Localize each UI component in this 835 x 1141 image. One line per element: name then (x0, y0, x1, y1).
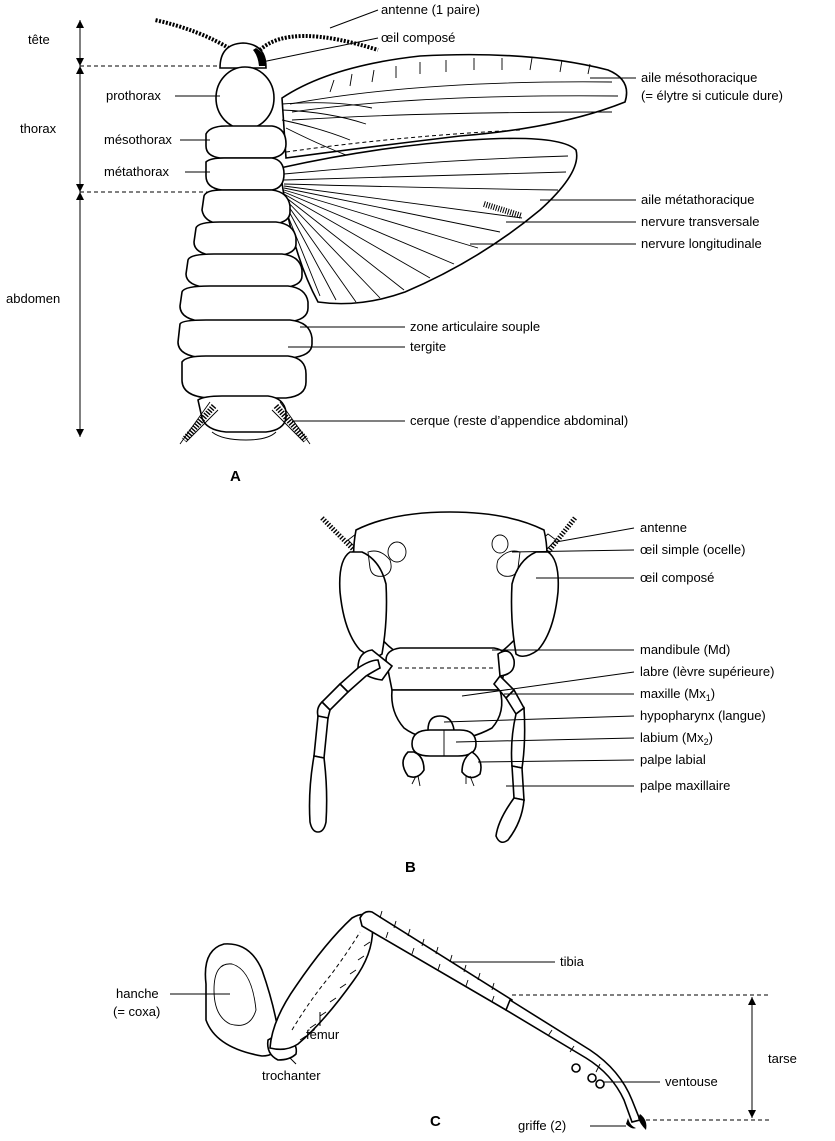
label-ventouse: ventouse (665, 1074, 718, 1089)
label-oeil-simple: œil simple (ocelle) (640, 542, 745, 557)
label-tergite: tergite (410, 339, 446, 354)
label-mesothorax: mésothorax (104, 132, 172, 147)
figure-label-c: C (430, 1113, 441, 1130)
label-hanche: hanche (116, 986, 159, 1001)
label-tarse: tarse (768, 1051, 797, 1066)
label-labium: labium (Mx2) (640, 730, 713, 747)
compound-eye-right (512, 552, 559, 656)
label-elytre: (= élytre si cuticule dure) (641, 88, 783, 103)
clypeus (386, 648, 506, 690)
label-coxa: (= coxa) (113, 1004, 160, 1019)
antennae (155, 20, 378, 50)
label-cerque: cerque (reste d’appendice abdominal) (410, 413, 628, 428)
label-antenne-b: antenne (640, 520, 687, 535)
label-nervure-longitudinale: nervure longitudinale (641, 236, 762, 251)
metathorax (206, 158, 284, 190)
label-antenne-paire: antenne (1 paire) (381, 2, 480, 17)
label-oeil-compose-a: œil composé (381, 30, 455, 45)
prothorax (216, 67, 274, 129)
label-hypopharynx: hypopharynx (langue) (640, 708, 766, 723)
compound-eye-left (340, 552, 387, 656)
figure-c: hanche (= coxa) fémur trochanter tibia t… (113, 911, 797, 1133)
label-tibia: tibia (560, 954, 585, 969)
label-griffe: griffe (2) (518, 1118, 566, 1133)
label-labre: labre (lèvre supérieure) (640, 664, 774, 679)
tibia (360, 912, 512, 1010)
label-oeil-compose-b: œil composé (640, 570, 714, 585)
label-mandibule: mandibule (Md) (640, 642, 730, 657)
figure-label-b: B (405, 859, 416, 876)
figure-a: tête thorax abdomen prothorax mésothorax… (6, 2, 783, 485)
label-thorax: thorax (20, 121, 57, 136)
label-aile-mesothoracique: aile mésothoracique (641, 70, 757, 85)
figure-b: antenne œil simple (ocelle) œil composé … (310, 512, 775, 876)
label-zone-articulaire: zone articulaire souple (410, 319, 540, 334)
label-palpe-labial: palpe labial (640, 752, 706, 767)
maxillary-palp-left (310, 660, 381, 832)
label-maxille: maxille (Mx1) (640, 686, 715, 703)
labial-palp-left (403, 752, 424, 777)
label-metathorax: métathorax (104, 164, 170, 179)
claw-2 (638, 1114, 646, 1130)
tarsus (506, 1000, 640, 1122)
label-palpe-maxillaire: palpe maxillaire (640, 778, 730, 793)
label-femur: fémur (306, 1027, 340, 1042)
label-nervure-transversale: nervure transversale (641, 214, 760, 229)
label-tete: tête (28, 32, 50, 47)
mesothorax (206, 126, 286, 158)
label-abdomen: abdomen (6, 291, 60, 306)
mandible-right (498, 651, 514, 676)
label-trochanter: trochanter (262, 1068, 321, 1083)
label-aile-metathoracique: aile métathoracique (641, 192, 754, 207)
antenna-right (548, 518, 575, 552)
figure-label-a: A (230, 468, 241, 485)
tarse-dimension (512, 995, 770, 1120)
antenna-left (322, 518, 356, 552)
label-prothorax: prothorax (106, 88, 161, 103)
